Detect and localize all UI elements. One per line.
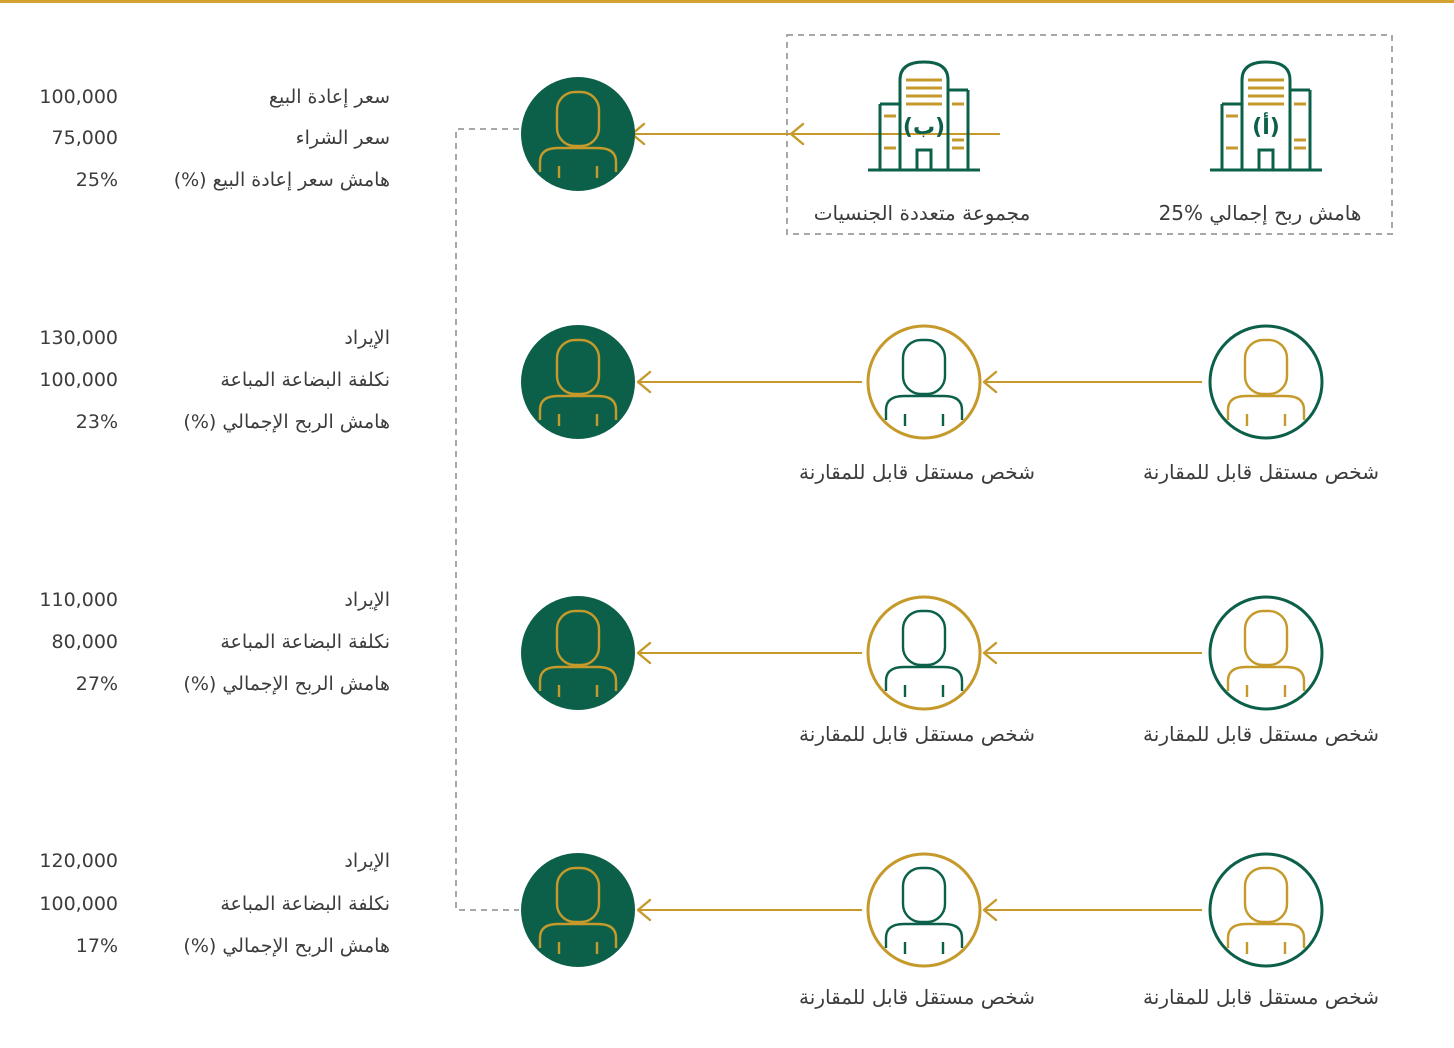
person-circle [521, 325, 635, 439]
row-label: سعر إعادة البيع [268, 86, 390, 108]
top-rule [0, 0, 1454, 3]
building-letter: (أ) [1252, 111, 1280, 140]
tested-party-icon [521, 325, 635, 439]
arrow-head [636, 370, 652, 394]
row-value: 80,000 [51, 631, 118, 653]
row-label: نكلفة البضاعة المباعة [220, 369, 390, 391]
tested-party-icon [521, 853, 635, 967]
person-circle [866, 852, 982, 968]
tested-party-icon [521, 596, 635, 710]
company-a-building: (أ) [1208, 60, 1324, 172]
comparable-caption: شخص مستقل قابل للمقارنة [1143, 722, 1379, 746]
building-accents [1226, 78, 1306, 150]
arrow-head [636, 898, 652, 922]
row-value: 17% [75, 935, 118, 957]
row-value: 110,000 [39, 589, 118, 611]
comparable-caption: شخص مستقل قابل للمقارنة [799, 985, 1035, 1009]
comparable-middle-icon [866, 852, 982, 968]
row-label: الإيراد [344, 327, 390, 349]
person-circle [1208, 595, 1324, 711]
row-value: 75,000 [51, 127, 118, 149]
row-label: نكلفة البضاعة المباعة [220, 893, 390, 915]
row-value: 130,000 [39, 327, 118, 349]
person-circle [521, 77, 635, 191]
comparable-right-icon [1208, 324, 1324, 440]
company-a-caption: هامش ربح إجمالي %25 [1158, 201, 1362, 225]
row-value: 120,000 [39, 850, 118, 872]
company-b-caption: مجموعة متعددة الجنسيات [813, 201, 1031, 225]
comparable-right-icon [1208, 852, 1324, 968]
row-label: الإيراد [344, 589, 390, 611]
building-accents [884, 78, 964, 150]
company-b-building: (ب) [866, 60, 982, 172]
row-label: هامش الربح الإجمالي (%) [183, 673, 390, 695]
row-label: هامش سعر إعادة البيع (%) [173, 169, 390, 191]
row-value: 100,000 [39, 369, 118, 391]
comparable-middle-icon [866, 595, 982, 711]
person-circle [866, 595, 982, 711]
comparable-caption: شخص مستقل قابل للمقارنة [799, 460, 1035, 484]
person-circle [521, 853, 635, 967]
row-value: 100,000 [39, 86, 118, 108]
row-value: 25% [75, 169, 118, 191]
comparable-caption: شخص مستقل قابل للمقارنة [1143, 985, 1379, 1009]
row-label: الإيراد [344, 850, 390, 872]
row-value: 100,000 [39, 893, 118, 915]
person-circle [1208, 324, 1324, 440]
person-circle [866, 324, 982, 440]
bracket-connector [455, 128, 519, 911]
comparable-caption: شخص مستقل قابل للمقارنة [1143, 460, 1379, 484]
comparable-middle-icon [866, 324, 982, 440]
arrow-head [982, 898, 998, 922]
person-circle [1208, 852, 1324, 968]
comparable-caption: شخص مستقل قابل للمقارنة [799, 722, 1035, 746]
tested-party-icon [521, 77, 635, 191]
building-letter: (ب) [903, 115, 945, 140]
arrow-head [982, 370, 998, 394]
row-label: هامش الربح الإجمالي (%) [183, 935, 390, 957]
row-label: نكلفة البضاعة المباعة [220, 631, 390, 653]
row-value: 27% [75, 673, 118, 695]
row-label: هامش الربح الإجمالي (%) [183, 411, 390, 433]
row-label: سعر الشراء [295, 127, 390, 149]
arrow-head [636, 641, 652, 665]
arrow-head [982, 641, 998, 665]
comparable-right-icon [1208, 595, 1324, 711]
row-value: 23% [75, 411, 118, 433]
person-circle [521, 596, 635, 710]
